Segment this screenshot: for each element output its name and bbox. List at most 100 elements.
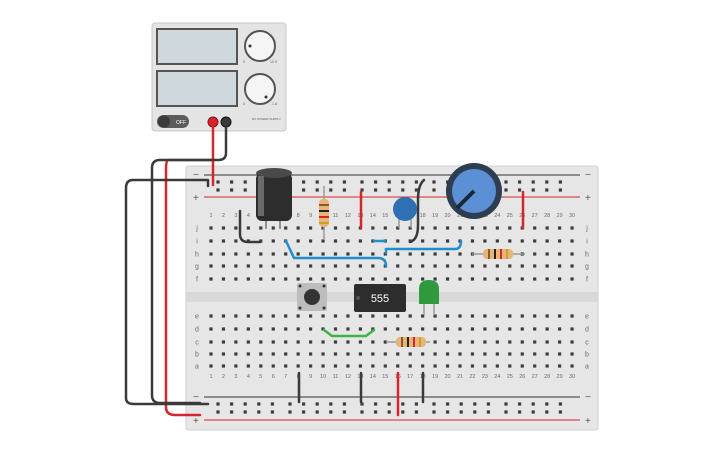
breadboard-hole[interactable]	[545, 188, 549, 192]
breadboard-hole[interactable]	[270, 402, 274, 406]
breadboard-hole[interactable]	[221, 364, 226, 368]
breadboard-hole[interactable]	[284, 277, 288, 281]
breadboard-hole[interactable]	[483, 277, 487, 281]
breadboard-hole[interactable]	[284, 340, 288, 344]
breadboard-hole[interactable]	[458, 252, 462, 256]
breadboard-hole[interactable]	[508, 352, 512, 356]
breadboard-hole[interactable]	[374, 402, 378, 406]
breadboard-hole[interactable]	[558, 239, 562, 243]
breadboard-hole[interactable]	[342, 188, 346, 192]
breadboard-hole[interactable]	[483, 264, 487, 268]
breadboard-hole[interactable]	[520, 314, 524, 318]
breadboard-hole[interactable]	[470, 327, 475, 331]
breadboard-hole[interactable]	[346, 252, 350, 256]
breadboard-hole[interactable]	[545, 327, 549, 331]
breadboard-hole[interactable]	[408, 252, 412, 256]
breadboard-hole[interactable]	[545, 340, 549, 344]
breadboard-hole[interactable]	[209, 314, 213, 318]
breadboard-hole[interactable]	[396, 239, 400, 243]
breadboard-hole[interactable]	[333, 277, 338, 281]
breadboard-hole[interactable]	[234, 277, 238, 281]
breadboard-hole[interactable]	[545, 402, 549, 406]
breadboard-hole[interactable]	[495, 327, 499, 331]
breadboard-hole[interactable]	[302, 180, 306, 184]
breadboard-hole[interactable]	[346, 264, 350, 268]
breadboard-hole[interactable]	[333, 252, 338, 256]
breadboard-hole[interactable]	[360, 188, 364, 192]
breadboard-hole[interactable]	[518, 180, 522, 184]
breadboard-hole[interactable]	[234, 352, 238, 356]
breadboard-hole[interactable]	[558, 314, 562, 318]
breadboard-hole[interactable]	[533, 277, 537, 281]
breadboard-hole[interactable]	[533, 252, 537, 256]
breadboard-hole[interactable]	[483, 352, 487, 356]
breadboard-hole[interactable]	[271, 277, 275, 281]
breadboard-hole[interactable]	[209, 364, 213, 368]
breadboard-hole[interactable]	[495, 277, 499, 281]
breadboard-hole[interactable]	[288, 402, 292, 406]
breadboard-hole[interactable]	[342, 180, 346, 184]
breadboard-hole[interactable]	[545, 352, 549, 356]
breadboard-hole[interactable]	[309, 264, 313, 268]
breadboard-hole[interactable]	[333, 352, 338, 356]
breadboard-hole[interactable]	[360, 410, 364, 414]
breadboard-hole[interactable]	[570, 239, 574, 243]
breadboard-hole[interactable]	[387, 410, 391, 414]
breadboard-hole[interactable]	[346, 340, 350, 344]
breadboard-hole[interactable]	[329, 410, 333, 414]
breadboard-hole[interactable]	[309, 226, 313, 230]
breadboard-hole[interactable]	[508, 277, 512, 281]
breadboard-hole[interactable]	[508, 314, 512, 318]
breadboard-hole[interactable]	[570, 252, 574, 256]
breadboard-hole[interactable]	[504, 402, 508, 406]
breadboard-hole[interactable]	[483, 314, 487, 318]
breadboard-hole[interactable]	[296, 264, 300, 268]
breadboard-hole[interactable]	[246, 252, 250, 256]
breadboard-hole[interactable]	[259, 340, 263, 344]
breadboard-hole[interactable]	[271, 226, 275, 230]
breadboard-hole[interactable]	[209, 239, 213, 243]
breadboard-hole[interactable]	[470, 364, 475, 368]
negative-terminal[interactable]	[220, 116, 232, 128]
breadboard-hole[interactable]	[570, 264, 574, 268]
breadboard-hole[interactable]	[470, 239, 475, 243]
breadboard-hole[interactable]	[533, 327, 537, 331]
breadboard-hole[interactable]	[216, 180, 220, 184]
breadboard-hole[interactable]	[371, 314, 375, 318]
breadboard-hole[interactable]	[302, 410, 306, 414]
breadboard-hole[interactable]	[396, 314, 400, 318]
breadboard-hole[interactable]	[371, 277, 375, 281]
breadboard-hole[interactable]	[545, 314, 549, 318]
breadboard-hole[interactable]	[259, 327, 263, 331]
breadboard-hole[interactable]	[433, 364, 437, 368]
breadboard-hole[interactable]	[374, 188, 378, 192]
breadboard-hole[interactable]	[309, 327, 313, 331]
breadboard-hole[interactable]	[358, 252, 362, 256]
breadboard-hole[interactable]	[518, 188, 522, 192]
breadboard-hole[interactable]	[533, 239, 537, 243]
breadboard-hole[interactable]	[209, 226, 213, 230]
breadboard-hole[interactable]	[570, 364, 574, 368]
breadboard-hole[interactable]	[333, 340, 338, 344]
breadboard-hole[interactable]	[221, 340, 226, 344]
breadboard-hole[interactable]	[470, 314, 475, 318]
breadboard-hole[interactable]	[520, 327, 524, 331]
breadboard-hole[interactable]	[421, 277, 425, 281]
breadboard-hole[interactable]	[209, 352, 213, 356]
breadboard-hole[interactable]	[421, 264, 425, 268]
breadboard-hole[interactable]	[346, 352, 350, 356]
breadboard-hole[interactable]	[246, 352, 250, 356]
breadboard-hole[interactable]	[533, 364, 537, 368]
breadboard-hole[interactable]	[329, 188, 333, 192]
breadboard-hole[interactable]	[315, 402, 319, 406]
breadboard-hole[interactable]	[545, 239, 549, 243]
breadboard-hole[interactable]	[333, 314, 338, 318]
breadboard-hole[interactable]	[221, 264, 226, 268]
breadboard-hole[interactable]	[508, 264, 512, 268]
breadboard-hole[interactable]	[504, 180, 508, 184]
breadboard-hole[interactable]	[495, 239, 499, 243]
breadboard-hole[interactable]	[360, 180, 364, 184]
breadboard-hole[interactable]	[358, 364, 362, 368]
breadboard-hole[interactable]	[221, 352, 226, 356]
breadboard-hole[interactable]	[433, 340, 437, 344]
